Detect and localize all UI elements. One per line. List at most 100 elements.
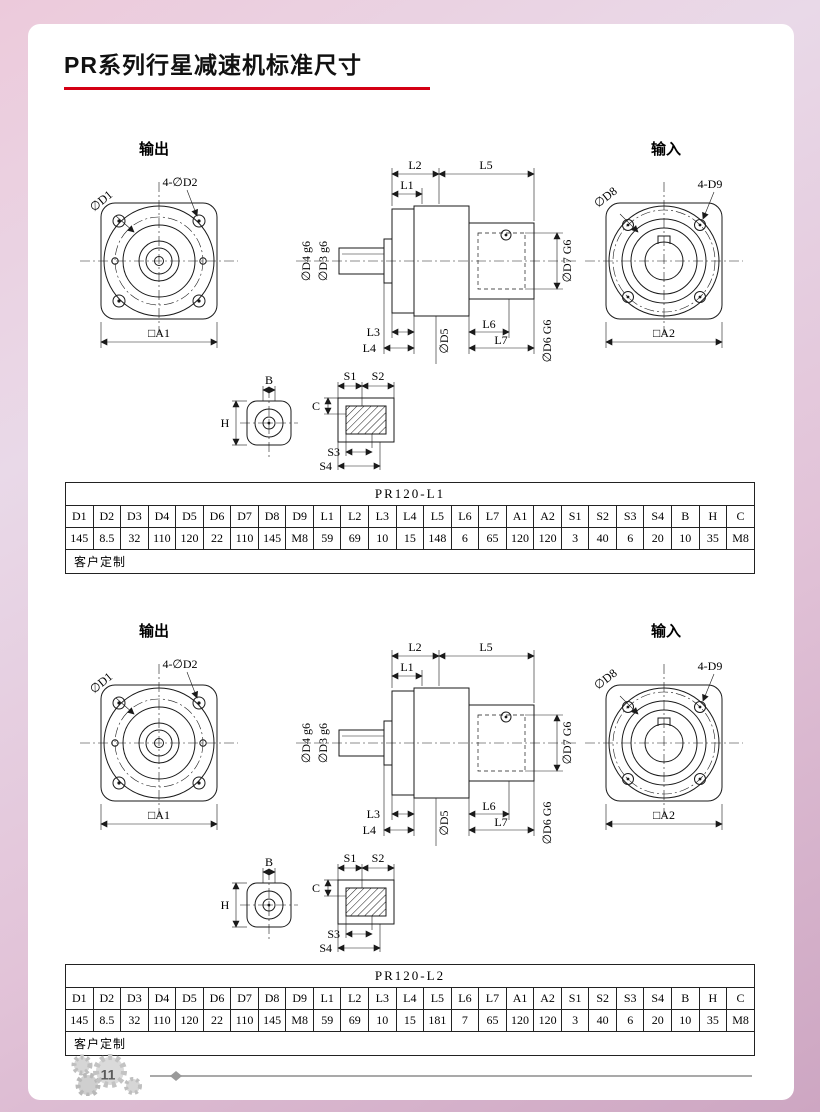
table-note-row: 客户定制 [65,1031,755,1056]
table-cell: 8.5 [92,527,122,550]
table-cell: L6 [450,987,480,1010]
table-cell: 65 [478,527,507,550]
dim-label-d8: ∅D8 [591,184,619,211]
table-cell: D8 [257,505,287,528]
dim-label-l3: L3 [367,325,380,339]
table-cell: D6 [202,505,232,528]
table-cell: L7 [478,987,507,1010]
table-cell: S1 [560,987,590,1010]
table-cell: A2 [533,505,562,528]
dim-label-d1: ∅D1 [87,187,115,214]
table-cell: 10 [671,1009,700,1032]
dim-label-d4: ∅D4 g6 [299,241,313,281]
table-cell: 40 [588,527,617,550]
table-cell: M8 [285,1009,314,1032]
table-cell: D7 [230,505,259,528]
table-cell: A1 [505,505,535,528]
table-cell: L6 [450,505,480,528]
document-page: PR系列行星减速机标准尺寸 输出 输入 [28,24,794,1100]
table-note: 客户定制 [65,1031,755,1056]
table-cell: 59 [312,527,342,550]
side-view-gearbox: L2 L5 L1 ∅D4 g6 ∅D3 g6 ∅D7 G6 L3 L4 [296,158,576,364]
dim-label-l1: L1 [400,178,413,192]
table-cell: L2 [340,987,370,1010]
table-cell: 15 [395,1009,425,1032]
dim-label-a1: □A1 [148,326,170,340]
table-cell: 148 [423,527,452,550]
keyway-notch [657,235,671,244]
dim-label-l7: L7 [494,333,507,347]
dim-label-l5: L5 [479,158,492,172]
table-note-row: 客户定制 [65,549,755,574]
table-cell: 120 [175,527,204,550]
table-cell: 110 [147,1009,177,1032]
table-cell: L4 [395,987,425,1010]
gear-decoration [71,1054,142,1096]
table-cell: 10 [671,527,700,550]
table-cell: 145 [257,527,287,550]
table-cell: 35 [698,1009,728,1032]
dim-label-h: H [221,416,230,430]
table-cell: D3 [120,987,149,1010]
table-cell: D2 [92,987,122,1010]
table-cell: 20 [643,527,673,550]
table-cell: D1 [65,987,94,1010]
table-cell: M8 [285,527,314,550]
table-cell: 6 [615,527,645,550]
input-label: 输入 [651,140,681,158]
table-cell: M8 [726,1009,755,1032]
table-cell: D8 [257,987,287,1010]
table-cell: S4 [643,987,673,1010]
table-cell: L2 [340,505,370,528]
table-cell: D9 [285,987,314,1010]
dim-label-s2: S2 [372,369,385,383]
technical-drawing-1: 输出 输入 ∅D [80,140,743,473]
table-cell: 120 [505,527,535,550]
shaft-end-detail: B H [221,373,298,458]
table-title: PR120-L1 [65,482,755,506]
table-cell: 6 [450,527,480,550]
table-cell: D9 [285,505,314,528]
table-cell: H [698,987,728,1010]
table-cell: 20 [643,1009,673,1032]
technical-drawing-2 [54,618,754,958]
dim-label-b: B [265,373,273,387]
table-cell: 59 [312,1009,342,1032]
table-cell: 8.5 [92,1009,122,1032]
dim-label-d5: ∅D5 [437,328,451,353]
table-cell: 181 [423,1009,452,1032]
dim-label-s1: S1 [344,369,357,383]
table-cell: 120 [533,1009,562,1032]
table-cell: L1 [312,505,342,528]
table-cell: S3 [615,987,645,1010]
dim-label-d9: 4-D9 [698,177,723,191]
table-cell: S2 [588,987,617,1010]
dim-label-l4: L4 [363,341,376,355]
table-cell: L5 [423,505,452,528]
table-cell: 35 [698,527,728,550]
table-cell: 65 [478,1009,507,1032]
dim-label-d3: ∅D3 g6 [316,241,330,281]
table-cell: A1 [505,987,535,1010]
table-cell: 120 [175,1009,204,1032]
table-cell: 120 [505,1009,535,1032]
table-cell: 3 [560,527,590,550]
table-cell: 3 [560,1009,590,1032]
dim-label-l2: L2 [408,158,421,172]
table-cell: S2 [588,505,617,528]
table-cell: D7 [230,987,259,1010]
dim-label-d7: ∅D7 G6 [560,240,574,283]
table-cell: C [726,505,755,528]
front-view-output-flange: ∅D1 4-∅D2 □A1 [80,175,238,348]
dim-label-s4: S4 [319,459,332,473]
table-cell: S4 [643,505,673,528]
table-cell: D5 [175,505,204,528]
table-cell: B [671,505,700,528]
dim-label-a2: □A2 [653,326,675,340]
table-cell: 69 [340,527,370,550]
